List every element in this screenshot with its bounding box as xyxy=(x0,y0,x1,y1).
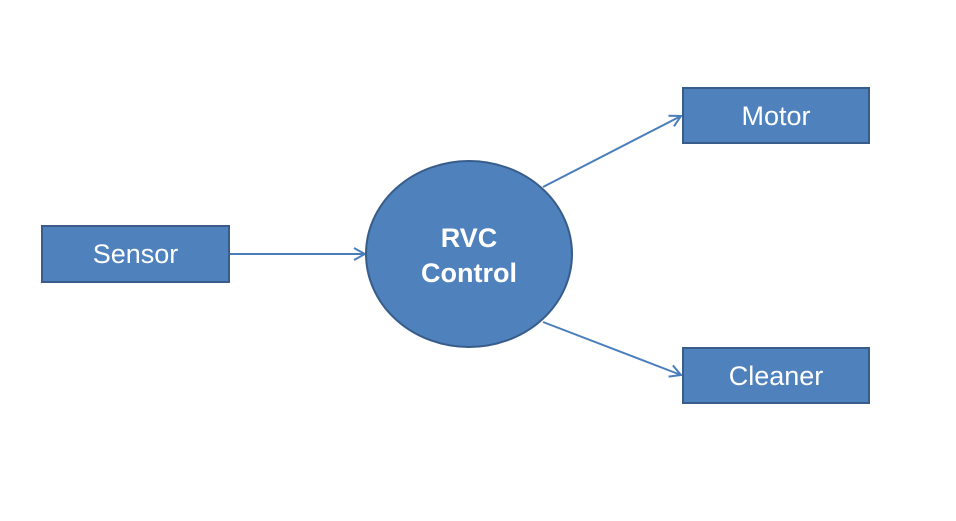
cleaner-label: Cleaner xyxy=(729,361,824,391)
edge-rvc-control-to-motor xyxy=(542,116,681,188)
node-rvc-control: RVC Control xyxy=(365,160,573,348)
node-sensor: Sensor xyxy=(41,225,230,283)
rvc-control-label-line2: Control xyxy=(421,258,517,288)
edge-rvc-control-to-cleaner xyxy=(542,321,681,375)
node-cleaner: Cleaner xyxy=(682,347,870,404)
rvc-control-circle xyxy=(365,160,573,348)
motor-label: Motor xyxy=(741,101,810,131)
sensor-box xyxy=(41,225,230,283)
node-motor: Motor xyxy=(682,87,870,144)
rvc-control-label-line1: RVC xyxy=(441,223,498,253)
cleaner-box xyxy=(682,347,870,404)
motor-box xyxy=(682,87,870,144)
sensor-label: Sensor xyxy=(93,239,179,269)
